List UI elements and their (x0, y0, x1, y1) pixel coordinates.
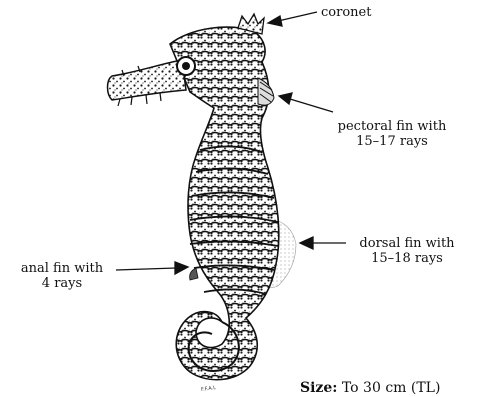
coronet-label: coronet (321, 5, 371, 20)
pectoral-arrow (279, 93, 333, 112)
dorsal-fin-label-line1: dorsal fin with (346, 236, 468, 251)
anal-arrow (116, 262, 188, 274)
dorsal-fin-label-line2: 15–18 rays (346, 251, 468, 266)
anal-fin (190, 268, 198, 280)
pectoral-fin-label-line1: pectoral fin with (326, 119, 458, 134)
seahorse-illustration (108, 14, 297, 380)
coronet-arrow (268, 12, 317, 26)
seahorse-snout (108, 60, 187, 100)
dorsal-fin-label: dorsal fin with 15–18 rays (346, 236, 468, 266)
size-note: Size: To 30 cm (TL) (300, 379, 440, 397)
size-note-value: To 30 cm (TL) (342, 380, 441, 396)
eye (177, 57, 195, 75)
anal-fin-label-line2: 4 rays (6, 276, 118, 291)
size-note-key: Size: (300, 380, 337, 396)
anal-fin-label: anal fin with 4 rays (6, 261, 118, 291)
pectoral-fin-label: pectoral fin with 15–17 rays (326, 119, 458, 149)
coronet-label-text: coronet (321, 5, 371, 20)
dorsal-arrow (300, 237, 346, 249)
pectoral-fin-label-line2: 15–17 rays (326, 134, 458, 149)
anal-fin-label-line1: anal fin with (6, 261, 118, 276)
